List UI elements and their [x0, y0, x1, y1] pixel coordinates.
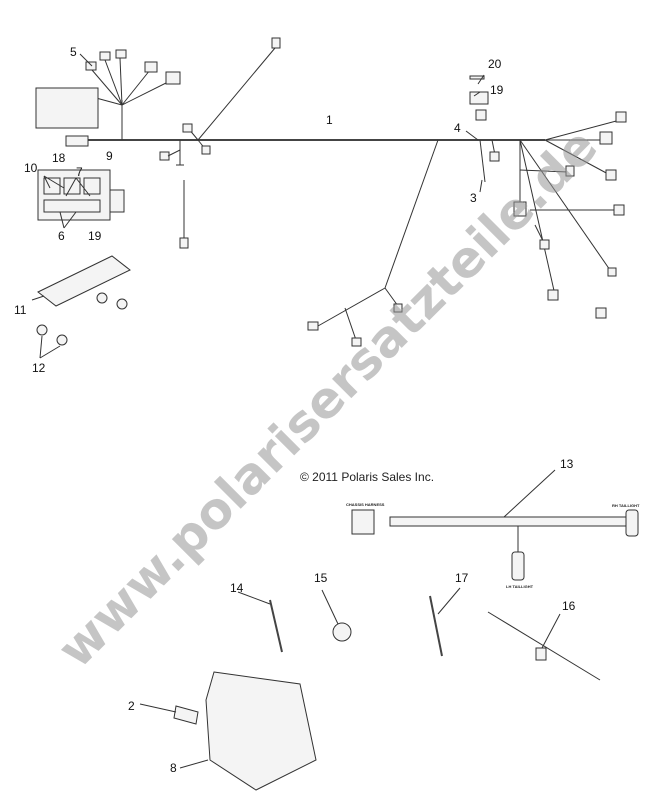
callout-18: 18 [52, 151, 66, 165]
callouts: 1 2 3 4 5 6 7 8 9 10 11 12 13 14 15 16 1… [14, 45, 576, 775]
fuse-label-card [35, 87, 99, 129]
fuse-box-bracket [205, 671, 317, 791]
push-pin [173, 705, 199, 725]
callout-12: 12 [32, 361, 46, 375]
cable-tie-14 [269, 599, 283, 653]
callout-7: 7 [76, 165, 83, 179]
callout-8: 8 [170, 761, 177, 775]
lh-taillight-label: LH TAILLIGHT [506, 584, 534, 589]
cable-tie-17 [429, 595, 443, 657]
callout-2: 2 [128, 699, 135, 713]
callout-6: 6 [58, 229, 65, 243]
callout-19-fuse: 19 [88, 229, 102, 243]
tie-mount [535, 647, 547, 661]
copyright-notice: © 2011 Polaris Sales Inc. [300, 470, 435, 484]
callout-15: 15 [314, 571, 328, 585]
callout-16: 16 [562, 599, 576, 613]
push-rivet [116, 298, 128, 310]
fuse-box [37, 169, 125, 221]
callout-19: 19 [490, 83, 504, 97]
callout-20: 20 [488, 57, 502, 71]
clamp-15 [332, 622, 352, 642]
main-harness [65, 37, 627, 347]
push-rivet [96, 292, 108, 304]
leader-lines [31, 53, 561, 769]
callout-3: 3 [470, 191, 477, 205]
callout-10: 10 [24, 161, 38, 175]
rh-taillight-label: RH TAILLIGHT [612, 503, 640, 508]
callout-14: 14 [230, 581, 244, 595]
callout-5: 5 [70, 45, 77, 59]
bracket [37, 255, 131, 307]
taillight-harness: CHASSIS HARNESS RH TAILLIGHT LH TAILLIGH… [346, 502, 640, 589]
chassis-harness-label: CHASSIS HARNESS [346, 502, 385, 507]
push-rivet [56, 334, 68, 346]
push-rivet [36, 324, 48, 336]
callout-13: 13 [560, 457, 574, 471]
cable-tie-16 [487, 611, 601, 681]
callout-11: 11 [14, 303, 27, 317]
callout-4: 4 [454, 121, 461, 135]
callout-1: 1 [326, 113, 333, 127]
callout-17: 17 [455, 571, 469, 585]
callout-9: 9 [106, 149, 113, 163]
